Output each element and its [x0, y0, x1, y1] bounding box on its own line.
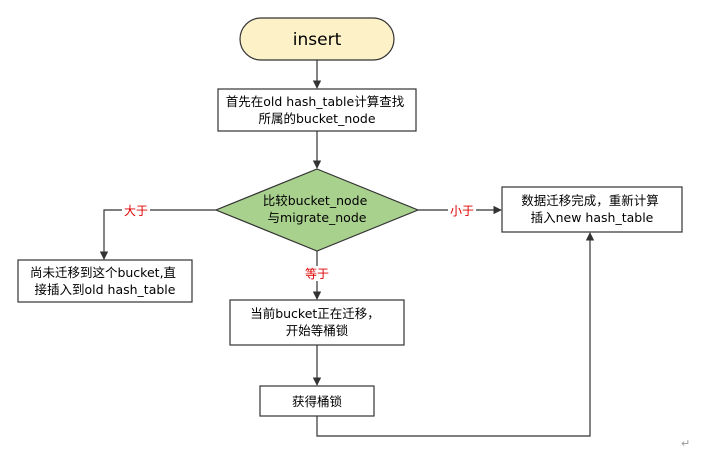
- edge-greater: [99, 209, 216, 260]
- find-bucket-box: [217, 88, 417, 132]
- not-migrated-line-2: 接插入到old hash_table: [35, 282, 176, 297]
- not-migrated-box: [17, 259, 193, 303]
- find-bucket-line-1: 首先在old hash_table计算查找: [226, 94, 405, 109]
- migrated-line-2: 插入new hash_table: [531, 210, 654, 225]
- migrated-text: 数据迁移完成，重新计算 插入new hash_table: [521, 193, 663, 225]
- migrating-line-2: 开始等桶锁: [286, 323, 349, 338]
- not-migrated-line-1: 尚未迁移到这个bucket,直: [30, 265, 176, 280]
- migrating-text: 当前bucket正在迁移， 开始等桶锁: [250, 306, 384, 338]
- compare-text: 比较bucket_node 与migrate_node: [263, 193, 372, 225]
- edge-lock-to-migrated: [316, 232, 595, 437]
- less-label: 小于: [450, 204, 474, 218]
- get-lock-box: [259, 385, 375, 417]
- compare-line-1: 比较bucket_node: [263, 193, 368, 208]
- get-lock-text: 获得桶锁: [292, 394, 343, 409]
- greater-label: 大于: [124, 204, 148, 218]
- paragraph-mark: ↵: [681, 437, 690, 450]
- migrated-line-1: 数据迁移完成，重新计算: [521, 193, 659, 208]
- find-bucket-line-2: 所属的bucket_node: [258, 111, 375, 126]
- equal-label-bg: [302, 266, 332, 281]
- start-label: insert: [293, 30, 342, 50]
- equal-label: 等于: [305, 267, 329, 281]
- compare-line-2: 与migrate_node: [268, 210, 367, 225]
- migrated-box: [501, 186, 683, 233]
- migrating-line-1: 当前bucket正在迁移，: [250, 306, 380, 321]
- not-migrated-text: 尚未迁移到这个bucket,直 接插入到old hash_table: [30, 265, 180, 297]
- greater-label-bg: [122, 203, 150, 218]
- less-label-bg: [448, 203, 476, 218]
- find-bucket-text: 首先在old hash_table计算查找 所属的bucket_node: [226, 94, 408, 126]
